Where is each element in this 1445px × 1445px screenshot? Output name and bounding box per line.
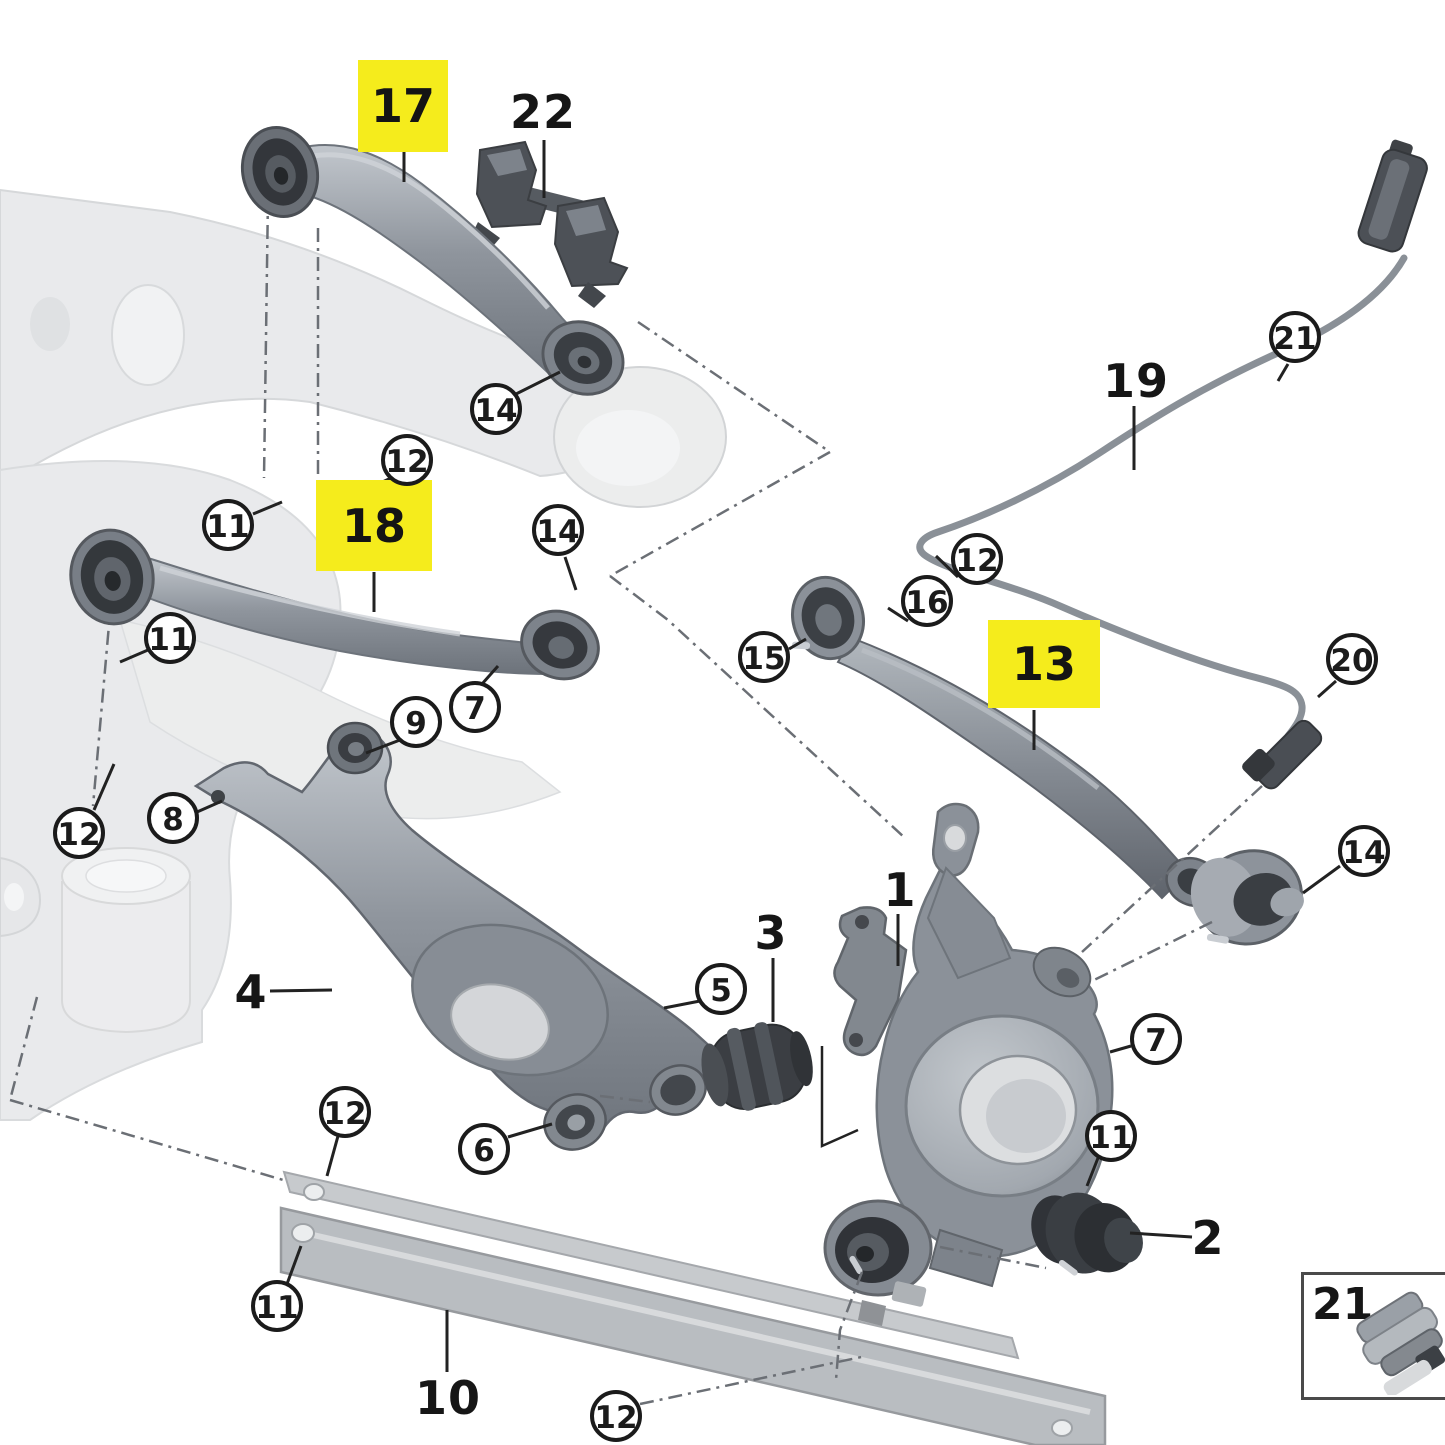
callout-11-d[interactable]: 11 (1085, 1110, 1137, 1162)
part-22-bracket (470, 140, 629, 308)
callout-9[interactable]: 9 (390, 696, 442, 748)
highlight-label-13[interactable]: 13 (988, 620, 1100, 708)
label-22[interactable]: 22 (509, 85, 577, 139)
callout-7-a[interactable]: 7 (449, 681, 501, 733)
wire-clip-icon (1356, 1291, 1445, 1395)
part-3-bushing (701, 1022, 813, 1111)
part-10-rail (279, 1170, 1107, 1445)
callout-12-b[interactable]: 12 (951, 533, 1003, 585)
callout-21[interactable]: 21 (1269, 311, 1321, 363)
callout-12-a[interactable]: 12 (381, 434, 433, 486)
label-2[interactable]: 2 (1191, 1211, 1225, 1265)
callout-14-a[interactable]: 14 (470, 383, 522, 435)
callout-20[interactable]: 20 (1326, 633, 1378, 685)
callout-11-a[interactable]: 11 (202, 499, 254, 551)
callout-16[interactable]: 16 (901, 575, 953, 627)
part-17-upper-arm (240, 125, 625, 396)
callout-12-e[interactable]: 12 (590, 1390, 642, 1442)
callout-11-b[interactable]: 11 (144, 612, 196, 664)
label-19[interactable]: 19 (1102, 354, 1170, 408)
callout-8[interactable]: 8 (147, 792, 199, 844)
bushing-2 (1031, 1192, 1143, 1276)
callout-11-c[interactable]: 11 (251, 1280, 303, 1332)
bushing-14-right (1190, 849, 1304, 946)
label-1[interactable]: 1 (883, 863, 917, 917)
highlight-label-18[interactable]: 18 (316, 480, 432, 571)
highlight-label-17-text: 17 (370, 79, 435, 133)
center-lines (8, 195, 906, 1184)
abs-sensor-20 (1242, 719, 1323, 790)
label-4[interactable]: 4 (234, 965, 268, 1019)
highlight-label-18-text: 18 (341, 498, 406, 553)
callout-14-c[interactable]: 14 (1338, 825, 1390, 877)
callout-15[interactable]: 15 (738, 631, 790, 683)
highlight-label-17[interactable]: 17 (358, 60, 448, 152)
abs-sensor-wire (916, 139, 1428, 790)
leader-lines (92, 140, 1341, 1372)
inset-box-21[interactable]: 21 (1301, 1272, 1445, 1400)
callout-14-b[interactable]: 14 (532, 504, 584, 556)
callout-6[interactable]: 6 (458, 1123, 510, 1175)
callout-12-d[interactable]: 12 (319, 1086, 371, 1138)
part-4-swing-arm (193, 721, 724, 1151)
highlight-label-13-text: 13 (1011, 637, 1076, 691)
part-1-knuckle (823, 802, 1114, 1297)
axis-lines (599, 785, 1263, 1406)
wire-connector (1357, 139, 1428, 253)
part-18-camber-arm (69, 528, 600, 681)
label-10[interactable]: 10 (414, 1371, 482, 1425)
label-3[interactable]: 3 (754, 906, 788, 960)
callout-12-c[interactable]: 12 (53, 807, 105, 859)
callout-7-b[interactable]: 7 (1130, 1013, 1182, 1065)
callout-5[interactable]: 5 (695, 963, 747, 1015)
